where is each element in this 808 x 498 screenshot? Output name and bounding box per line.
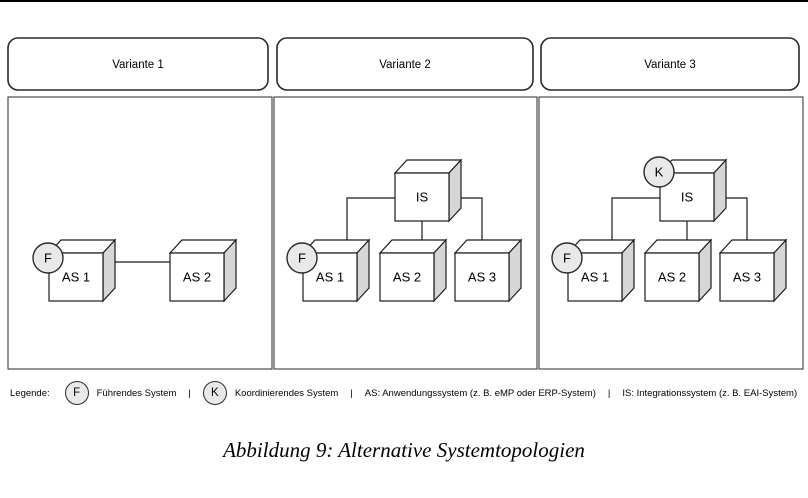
legend-separator: | [350, 387, 353, 399]
panel-3-body [538, 96, 804, 370]
legend-item-koordinierendes-system: Koordinierendes System [234, 387, 339, 399]
link-is-as3-v3 [726, 197, 748, 241]
badge-circle [286, 242, 318, 274]
legend-separator: | [607, 387, 611, 399]
panel-2-title: Variante 2 [379, 59, 431, 71]
panel-3-header: Variante 3 [540, 37, 800, 91]
node-cube-as2-v2: AS 2 [378, 238, 448, 303]
node-label: AS 1 [581, 270, 609, 285]
node-cube-as1-v3: AS 1 [566, 238, 636, 303]
link-is-as3-v2 [461, 197, 483, 241]
node-cube-is-v3: IS [658, 158, 728, 223]
link-is-as1-v3 [611, 197, 660, 241]
topology-diagram: Variante 1 Variante 2 Variante 3 AS 1 AS… [7, 37, 804, 370]
legend-f-badge-icon: F [64, 381, 89, 405]
badge-letter: F [298, 251, 306, 266]
node-cube-as2-v3: AS 2 [643, 238, 713, 303]
badge-circle [551, 242, 583, 274]
badge-letter: F [563, 251, 571, 266]
node-cube-is-v2: IS [393, 158, 463, 223]
badge-f-v1: F [32, 242, 64, 274]
node-label: AS 2 [183, 270, 211, 285]
panel-2-body [273, 96, 538, 370]
node-label: IS [681, 190, 694, 205]
legend-item-fuehrendes-system: Führendes System [96, 387, 177, 399]
panel-1-body [7, 96, 273, 370]
cube-front-face [379, 252, 435, 302]
node-label: AS 3 [468, 270, 496, 285]
node-cube-as3-v3: AS 3 [718, 238, 788, 303]
link-is-as1-v2 [346, 197, 395, 241]
node-cube-as3-v2: AS 3 [453, 238, 523, 303]
node-label: AS 3 [733, 270, 761, 285]
badge-k-v3: K [643, 156, 675, 188]
panel-3-title: Variante 3 [644, 59, 696, 71]
cube-front-face [169, 252, 225, 302]
panel-1-title: Variante 1 [112, 59, 164, 71]
panel-3-header-box [540, 37, 800, 91]
badge-letter: F [44, 251, 52, 266]
node-label: AS 1 [316, 270, 344, 285]
badge-circle [643, 156, 675, 188]
panel-1-header: Variante 1 [7, 37, 269, 91]
panel-2-header-box [276, 37, 534, 91]
node-label: AS 2 [658, 270, 686, 285]
node-label: IS [416, 190, 429, 205]
badge-letter: K [655, 165, 664, 180]
legend-separator: | [188, 387, 191, 399]
cube-front-face [454, 252, 510, 302]
node-cube-as2-v1: AS 2 [168, 238, 238, 303]
legend-label: Legende: [10, 387, 50, 399]
node-cube-as1-v1: AS 1 [47, 238, 117, 303]
cube-front-face [394, 172, 450, 222]
badge-circle [32, 242, 64, 274]
panel-1-header-box [7, 37, 269, 91]
node-label: AS 1 [62, 270, 90, 285]
legend-item-integrationssystem: IS: Integrationssystem (z. B. EAI-System… [622, 387, 798, 399]
badge-f-v2: F [286, 242, 318, 274]
panel-2-header: Variante 2 [276, 37, 534, 91]
legend-item-anwendungssystem: AS: Anwendungssystem (z. B. eMP oder ERP… [364, 387, 596, 399]
top-rule-divider [0, 0, 808, 2]
figure-caption: Abbildung 9: Alternative Systemtopologie… [223, 438, 585, 462]
legend: Legende: F Führendes System | K Koordini… [0, 379, 808, 407]
legend-k-badge-icon: K [202, 381, 227, 405]
cube-front-face [644, 252, 700, 302]
badge-f-v3: F [551, 242, 583, 274]
cube-front-face [719, 252, 775, 302]
node-label: AS 2 [393, 270, 421, 285]
